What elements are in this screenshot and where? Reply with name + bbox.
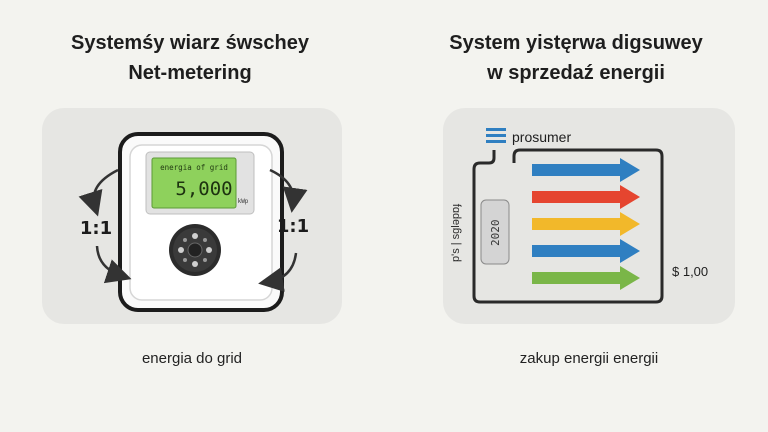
net-metering-title-line2: Net-metering bbox=[128, 62, 252, 84]
energy-arrow-1 bbox=[532, 158, 640, 182]
vertical-side-label: p's | sgləpɒɟ bbox=[450, 204, 462, 262]
energy-arrow-3 bbox=[532, 212, 640, 236]
flow-arrow-right-top bbox=[269, 168, 308, 213]
meter-screen-unit: kWp bbox=[238, 198, 249, 205]
net-metering-title: Systemśy wiarz śwschey Net-metering bbox=[20, 28, 360, 88]
energy-arrow-5 bbox=[532, 266, 640, 290]
net-metering-caption: energia do grid bbox=[141, 350, 243, 367]
prosumer-frame bbox=[472, 148, 664, 304]
year-badge: 2020 bbox=[489, 220, 502, 247]
year-badge-box bbox=[480, 199, 510, 265]
meter-dpad-icon bbox=[169, 224, 221, 276]
price-label: $ 1,00 bbox=[672, 264, 708, 279]
meter-lcd-screen bbox=[151, 157, 237, 209]
ratio-label-right-text: 1:1 bbox=[276, 216, 310, 237]
energy-arrow-2 bbox=[532, 185, 640, 209]
prosumer-label: prosumer bbox=[512, 129, 571, 145]
prosumer-icon bbox=[486, 128, 506, 143]
ratio-label-left: 1:1 bbox=[80, 218, 112, 239]
net-metering-title-line1: Systemśy wiarz śwschey bbox=[71, 32, 309, 54]
energy-arrow-4 bbox=[532, 239, 640, 263]
flow-arrow-left-top bbox=[78, 168, 119, 217]
net-billing-caption: zakup energii energii bbox=[519, 350, 659, 367]
net-billing-title-line1: System yistęrwa digsuwey bbox=[449, 32, 703, 54]
meter-screen-label: energia of grid bbox=[160, 163, 228, 172]
net-billing-title: System yistęrwa digsuwey w sprzedaź ener… bbox=[400, 28, 752, 88]
meter-screen-value: 5,000 bbox=[175, 178, 232, 200]
energy-meter-icon: energia of grid 5,000 kWp bbox=[118, 132, 284, 312]
energy-arrows-group bbox=[532, 158, 640, 290]
net-billing-title-line2: w sprzedaź energii bbox=[487, 62, 665, 84]
flow-arrow-right-bottom bbox=[258, 252, 298, 292]
flow-arrow-left-bottom bbox=[95, 245, 132, 284]
